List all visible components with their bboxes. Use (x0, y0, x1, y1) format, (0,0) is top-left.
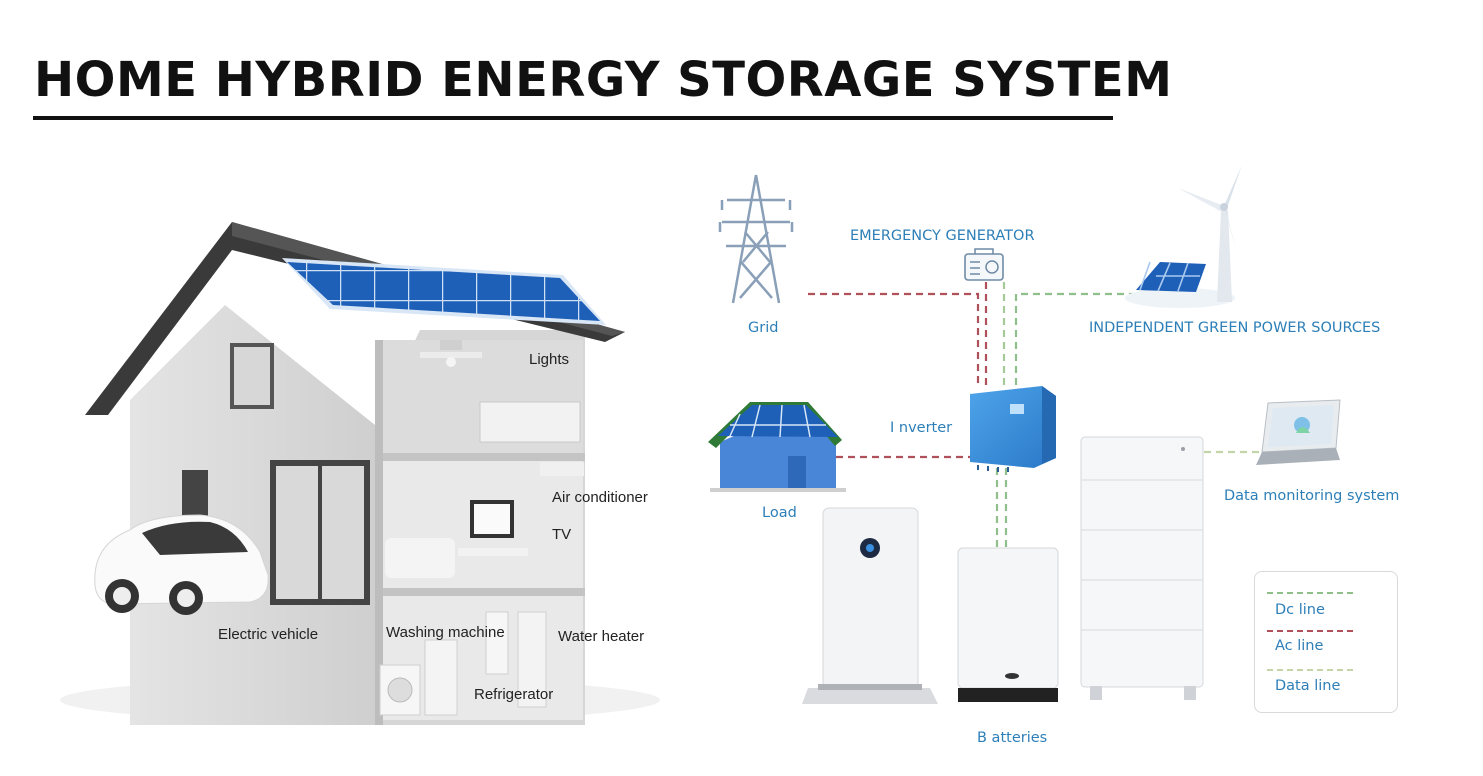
grid-tower-icon (718, 174, 794, 304)
green-power-sources-label: INDEPENDENT GREEN POWER SOURCES (1089, 320, 1381, 336)
inverter-label: I nverter (890, 420, 953, 436)
tv-label: TV (552, 526, 572, 543)
electric-vehicle-label: Electric vehicle (218, 626, 319, 643)
emergency-generator-icon (964, 248, 1004, 281)
connection-lines (808, 282, 1262, 548)
electric-vehicle-illustration (94, 514, 269, 615)
washing-machine-label: Washing machine (386, 624, 505, 641)
data-monitoring-label: Data monitoring system (1224, 488, 1400, 504)
green-power-sources-icon (1125, 165, 1242, 308)
house (60, 222, 660, 725)
inverter-icon (970, 386, 1056, 472)
legend-dc-line: Dc line (1275, 602, 1325, 618)
lights-label: Lights (529, 351, 570, 368)
air-conditioner-label: Air conditioner (552, 489, 648, 506)
grid-label: Grid (748, 320, 779, 336)
batteries-label: B atteries (977, 730, 1048, 746)
legend-ac-line: Ac line (1275, 638, 1324, 654)
load-label: Load (762, 505, 797, 521)
dc-line-swatch (1267, 592, 1353, 594)
battery-tall-unit (802, 507, 938, 704)
emergency-generator-label: EMERGENCY GENERATOR (850, 228, 1035, 244)
title-underline (33, 116, 1113, 120)
battery-wall-unit (957, 547, 1059, 702)
line-legend: Dc line Ac line Data line (1254, 571, 1398, 713)
load-house-icon (708, 402, 846, 492)
page-title: HOME HYBRID ENERGY STORAGE SYSTEM (34, 52, 1173, 108)
solar-panels (282, 258, 606, 325)
legend-data-line: Data line (1275, 678, 1341, 694)
data-line-swatch (1267, 669, 1353, 671)
data-monitoring-laptop-icon (1256, 399, 1341, 465)
battery-stack-unit (1080, 436, 1204, 700)
refrigerator-label: Refrigerator (474, 686, 554, 703)
ac-line-swatch (1267, 630, 1353, 632)
water-heater-label: Water heater (558, 628, 645, 645)
